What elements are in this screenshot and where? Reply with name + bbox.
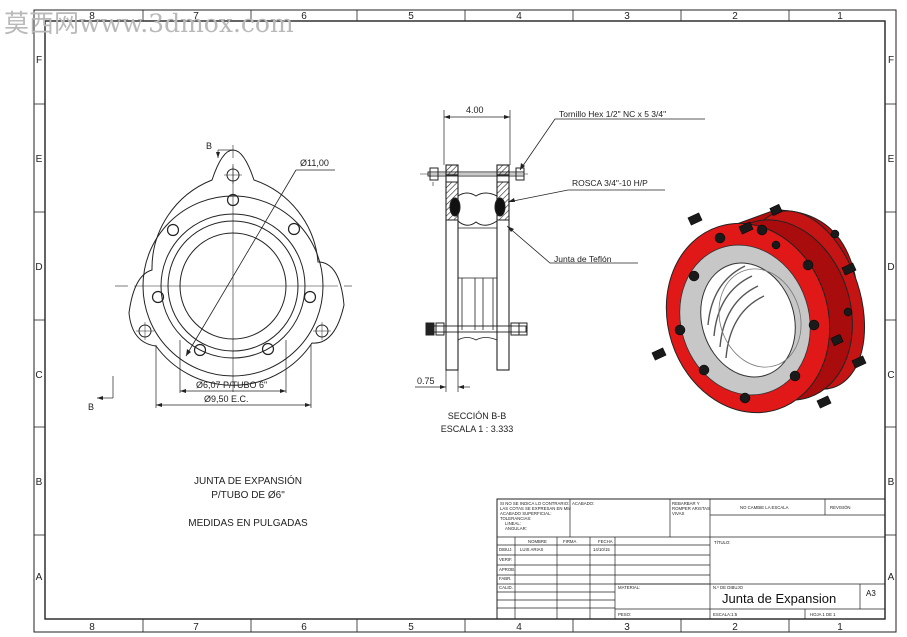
tb-material-label: MATERIAL: — [618, 585, 640, 590]
tb-drawing-name: Junta de Expansion — [722, 591, 836, 606]
border-labels: 8 7 6 5 4 3 2 1 8 7 6 5 4 3 2 1 F E D C … — [35, 11, 894, 633]
note-pipe: P/TUBO DE Ø6" — [211, 490, 285, 501]
col-label-bottom: 7 — [193, 622, 199, 633]
section-marker-bottom: B — [88, 402, 94, 412]
tb-col-date: FECHA — [598, 539, 613, 544]
row-label-left: B — [36, 477, 43, 488]
row-label-right: D — [887, 262, 894, 273]
col-label-top: 4 — [516, 11, 522, 22]
front-dimensions — [97, 149, 312, 408]
row-label-right: C — [887, 370, 894, 381]
tb-general-note: LAS COTAS SE EXPRESAN EN MM — [500, 506, 571, 511]
tb-row-label: DIBUJ. — [499, 547, 513, 552]
lug-holes — [136, 166, 331, 340]
bolt-circle-ring — [160, 213, 306, 359]
tb-no-scale: NO CAMBIE LA ESCALA — [740, 505, 789, 510]
tb-drawing-no-label: N.º DE DIBUJO — [713, 585, 744, 590]
row-label-right: A — [888, 572, 895, 583]
dim-flange-thickness: 0.75 — [417, 376, 435, 386]
col-label-top: 1 — [837, 11, 843, 22]
col-label-top: 8 — [89, 11, 95, 22]
row-label-right: E — [888, 154, 895, 165]
isometric-view — [651, 203, 867, 414]
row-label-left: E — [36, 154, 43, 165]
col-label-bottom: 8 — [89, 622, 95, 633]
tb-deburr: REBARBAR Y — [672, 501, 700, 506]
callout-thread: ROSCA 3/4"-10 H/P — [572, 178, 648, 188]
dim-bolt-circle: Ø9,50 E.C. — [204, 394, 249, 404]
callout-gasket: Junta de Teflón — [554, 254, 612, 264]
tb-deburr: VIVAS — [672, 511, 684, 516]
row-label-left: D — [35, 262, 42, 273]
section-title: SECCIÓN B-B — [448, 411, 507, 421]
tb-scale-label: ESCALA:1:5 — [713, 612, 738, 617]
dim-pipe-diameter: Ø6,07 P/TUBO 6" — [196, 380, 267, 390]
watermark-text: 莫西网www.3dmox.com — [4, 9, 294, 38]
col-label-top: 5 — [408, 11, 414, 22]
col-label-top: 7 — [193, 11, 199, 22]
bore-inner-circle — [179, 232, 287, 340]
isometric-bolts — [651, 203, 867, 409]
tb-general-note: TOLERANCIAS: — [500, 516, 531, 521]
tb-row-label: VERIF. — [499, 557, 512, 562]
tb-row-label: CALID. — [499, 585, 513, 590]
col-label-bottom: 4 — [516, 622, 522, 633]
tb-sheet-size: A3 — [866, 589, 876, 598]
tb-title-label: TÍTULO: — [714, 540, 730, 545]
col-label-bottom: 5 — [408, 622, 414, 633]
diameter-leader — [185, 169, 297, 357]
row-label-left: C — [35, 370, 42, 381]
drawing-notes: JUNTA DE EXPANSIÓN P/TUBO DE Ø6" MEDIDAS… — [188, 474, 308, 529]
tb-general-note: ACABADO SUPERFICIAL: — [500, 511, 552, 516]
flange-rim-circle — [142, 195, 324, 377]
col-label-bottom: 2 — [732, 622, 738, 633]
tb-general-note: ANGULAR: — [505, 526, 527, 531]
tb-row-label: APROB. — [499, 567, 515, 572]
title-block — [496, 498, 886, 620]
callout-bolt: Tornillo Hex 1/2" NC x 5 3/4" — [559, 109, 666, 119]
col-label-bottom: 6 — [301, 622, 307, 633]
row-label-right: F — [888, 55, 894, 66]
title-block-text: SI NO SE INDICA LO CONTRARIO: LAS COTAS … — [499, 501, 876, 617]
section-view — [415, 110, 705, 392]
tb-drawn-by: LUIS ARIAS — [520, 547, 544, 552]
tb-drawn-date: 14/10/15 — [593, 547, 610, 552]
col-label-top: 3 — [624, 11, 630, 22]
row-label-left: F — [36, 55, 42, 66]
row-label-left: A — [36, 572, 43, 583]
tb-deburr: ROMPER ARISTAS — [672, 506, 710, 511]
row-label-right: B — [888, 477, 895, 488]
col-label-bottom: 3 — [624, 622, 630, 633]
sheet-border — [33, 9, 897, 633]
tb-sheet-label: HOJA 1 DE 1 — [810, 612, 836, 617]
section-marker-top: B — [206, 141, 212, 151]
section-scale: ESCALA 1 : 3.333 — [441, 424, 514, 434]
dim-width: 4.00 — [466, 105, 484, 115]
flange-outline — [128, 149, 345, 386]
front-view — [97, 145, 352, 408]
tb-finish: ACABADO: — [572, 501, 594, 506]
section-view-labels: 4.00 0.75 Tornillo Hex 1/2" NC x 5 3/4" … — [417, 105, 666, 434]
tb-col-name: NOMBRE — [528, 539, 547, 544]
front-view-labels: B B Ø11,00 Ø6,07 P/TUBO 6" Ø9,50 E.C. — [88, 141, 329, 412]
tb-col-sign: FIRMA — [563, 539, 577, 544]
note-title: JUNTA DE EXPANSIÓN — [194, 474, 302, 487]
col-label-top: 2 — [732, 11, 738, 22]
dim-outer-diameter: Ø11,00 — [300, 158, 329, 168]
bolt-holes — [151, 193, 317, 357]
tb-revision: REVISIÓN — [830, 505, 851, 510]
tb-general-note: SI NO SE INDICA LO CONTRARIO: — [500, 501, 569, 506]
col-label-bottom: 1 — [837, 622, 843, 633]
tb-row-label: FABR. — [499, 576, 511, 581]
note-units: MEDIDAS EN PULGADAS — [188, 518, 308, 529]
tb-weight-label: PESO: — [618, 612, 631, 617]
bore-outer-circle — [167, 220, 299, 352]
col-label-top: 6 — [301, 11, 307, 22]
tb-general-note: LINEAL: — [505, 521, 521, 526]
